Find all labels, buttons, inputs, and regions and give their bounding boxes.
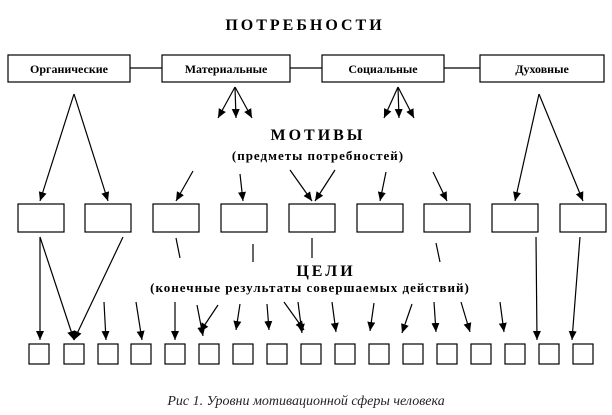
goal-box bbox=[402, 343, 424, 365]
goal-box bbox=[130, 343, 152, 365]
need-box-material: Материальные bbox=[161, 54, 291, 83]
goal-box bbox=[164, 343, 186, 365]
motive-ticks bbox=[175, 237, 441, 263]
goal-box bbox=[572, 343, 594, 365]
goal-box bbox=[28, 343, 50, 365]
motive-box bbox=[152, 203, 200, 233]
needs-to-motives-arrows bbox=[38, 93, 584, 202]
motive-boxes bbox=[17, 203, 607, 233]
goal-box bbox=[232, 343, 254, 365]
need-label-social: Социальные bbox=[348, 62, 418, 76]
motive-box bbox=[220, 203, 268, 233]
motive-box bbox=[17, 203, 65, 233]
need-box-spiritual: Духовные bbox=[479, 54, 605, 83]
goals-subtitle: (конечные результаты совершаемых действи… bbox=[150, 280, 470, 295]
goal-box bbox=[334, 343, 356, 365]
goal-box bbox=[198, 343, 220, 365]
goal-box bbox=[368, 343, 390, 365]
goal-boxes bbox=[28, 343, 594, 365]
goal-box bbox=[470, 343, 492, 365]
motive-box bbox=[491, 203, 539, 233]
motives-subtitle: (предметы потребностей) bbox=[232, 148, 404, 163]
goal-arrows bbox=[101, 301, 507, 341]
goal-box bbox=[63, 343, 85, 365]
motive-box bbox=[356, 203, 404, 233]
figure-caption: Рис 1. Уровни мотивационной сферы челове… bbox=[166, 394, 444, 409]
goal-box bbox=[266, 343, 288, 365]
motive-box bbox=[84, 203, 132, 233]
goals-title: ЦЕЛИ bbox=[296, 263, 355, 280]
motive-box bbox=[423, 203, 471, 233]
motive-box bbox=[288, 203, 336, 233]
needs-title: ПОТРЕБНОСТИ bbox=[225, 17, 384, 34]
need-box-social: Социальные bbox=[321, 54, 445, 83]
goal-box bbox=[300, 343, 322, 365]
goal-box bbox=[504, 343, 526, 365]
goal-box bbox=[436, 343, 458, 365]
motives-to-goals-arrows bbox=[36, 236, 581, 341]
need-box-organic: Органические bbox=[7, 54, 131, 83]
goal-box bbox=[538, 343, 560, 365]
need-ticks bbox=[217, 86, 415, 119]
need-label-organic: Органические bbox=[30, 62, 109, 76]
motive-box bbox=[559, 203, 607, 233]
motives-title: МОТИВЫ bbox=[270, 127, 365, 144]
goal-box bbox=[97, 343, 119, 365]
need-label-material: Материальные bbox=[185, 62, 268, 76]
need-label-spiritual: Духовные bbox=[515, 62, 569, 76]
